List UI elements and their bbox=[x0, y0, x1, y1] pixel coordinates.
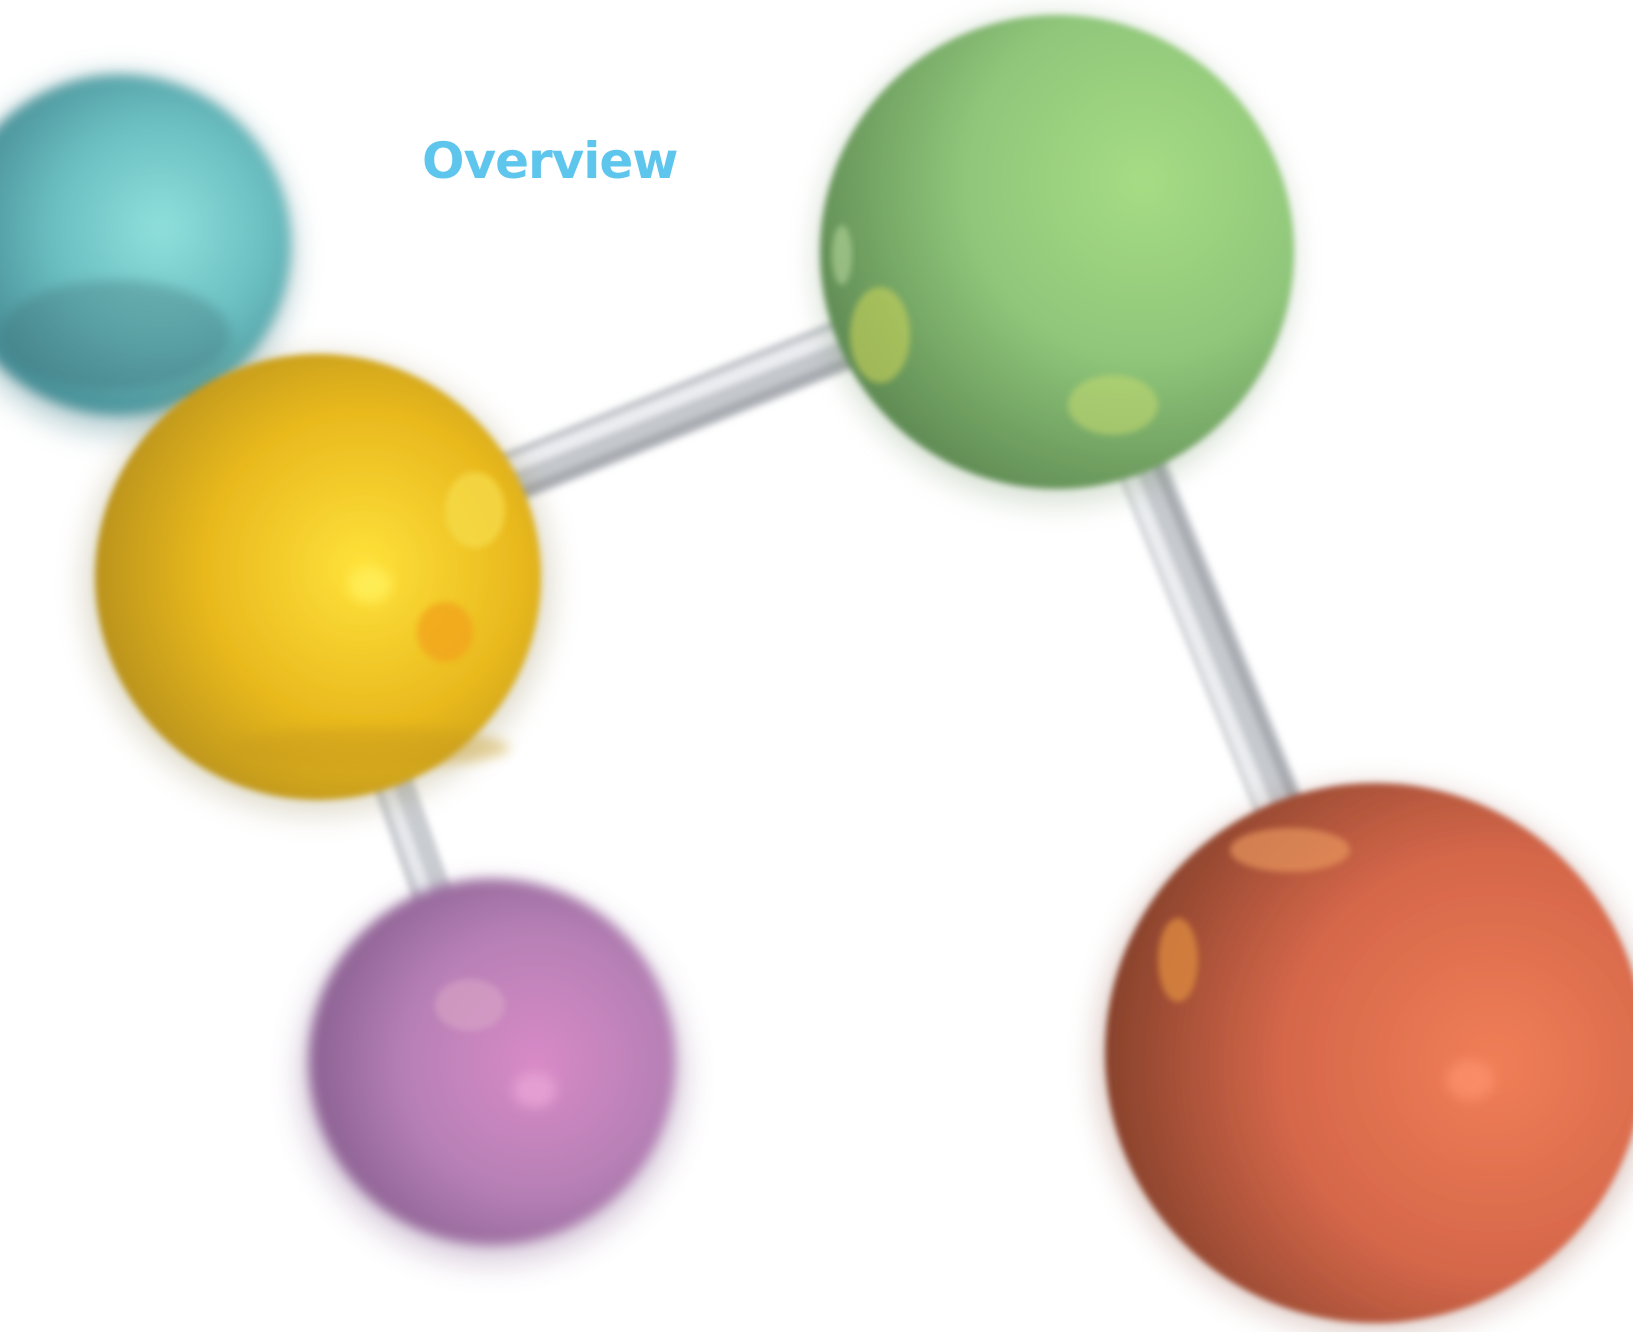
atom-orange bbox=[1095, 783, 1633, 1332]
atom-teal bbox=[0, 75, 295, 435]
atom-purple bbox=[297, 879, 687, 1265]
atom-green bbox=[815, 15, 1295, 505]
page-title: Overview bbox=[422, 132, 679, 190]
atom-yellow bbox=[83, 354, 553, 815]
bond-green-orange bbox=[1110, 425, 1310, 845]
bond-yellow-green bbox=[479, 314, 881, 506]
